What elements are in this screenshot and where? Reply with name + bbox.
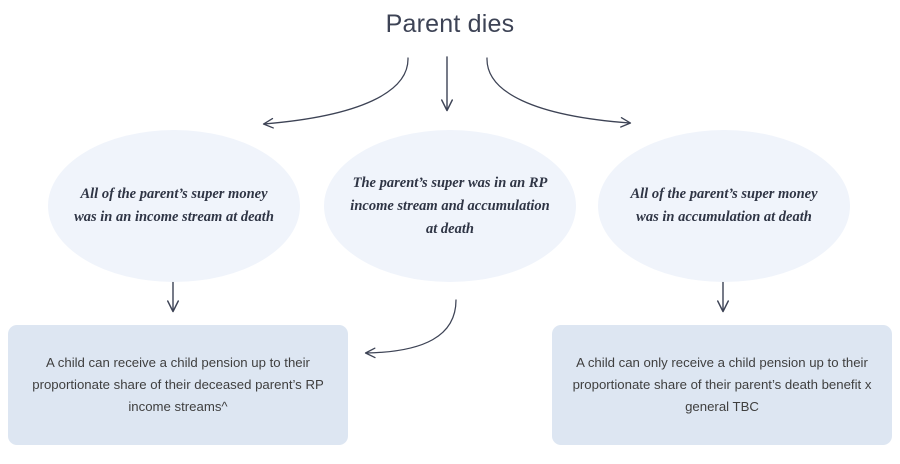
node-ellipse-rp-and-accumulation: The parent’s super was in an RP income s…: [324, 130, 576, 282]
outcome-box-rp-income-streams: A child can receive a child pension up t…: [8, 325, 348, 445]
outcome-box-rp-income-streams-label: A child can receive a child pension up t…: [32, 355, 324, 414]
node-ellipse-accumulation-label: All of the parent’s super money was in a…: [630, 186, 818, 225]
node-ellipse-rp-and-accumulation-label: The parent’s super was in an RP income s…: [350, 174, 550, 237]
node-ellipse-income-stream: All of the parent’s super money was in a…: [48, 130, 300, 282]
node-ellipse-income-stream-label: All of the parent’s super money was in a…: [74, 186, 274, 225]
connector-title-to-right-ellipse: [486, 57, 632, 128]
connector-title-to-left-ellipse: [262, 57, 409, 129]
outcome-box-general-tbc: A child can only receive a child pension…: [552, 325, 892, 445]
node-ellipse-accumulation: All of the parent’s super money was in a…: [598, 130, 850, 282]
connector-middle-ellipse-to-left-box: [364, 299, 457, 359]
outcome-box-general-tbc-label: A child can only receive a child pension…: [572, 355, 872, 414]
page-title: Parent dies: [385, 10, 515, 38]
